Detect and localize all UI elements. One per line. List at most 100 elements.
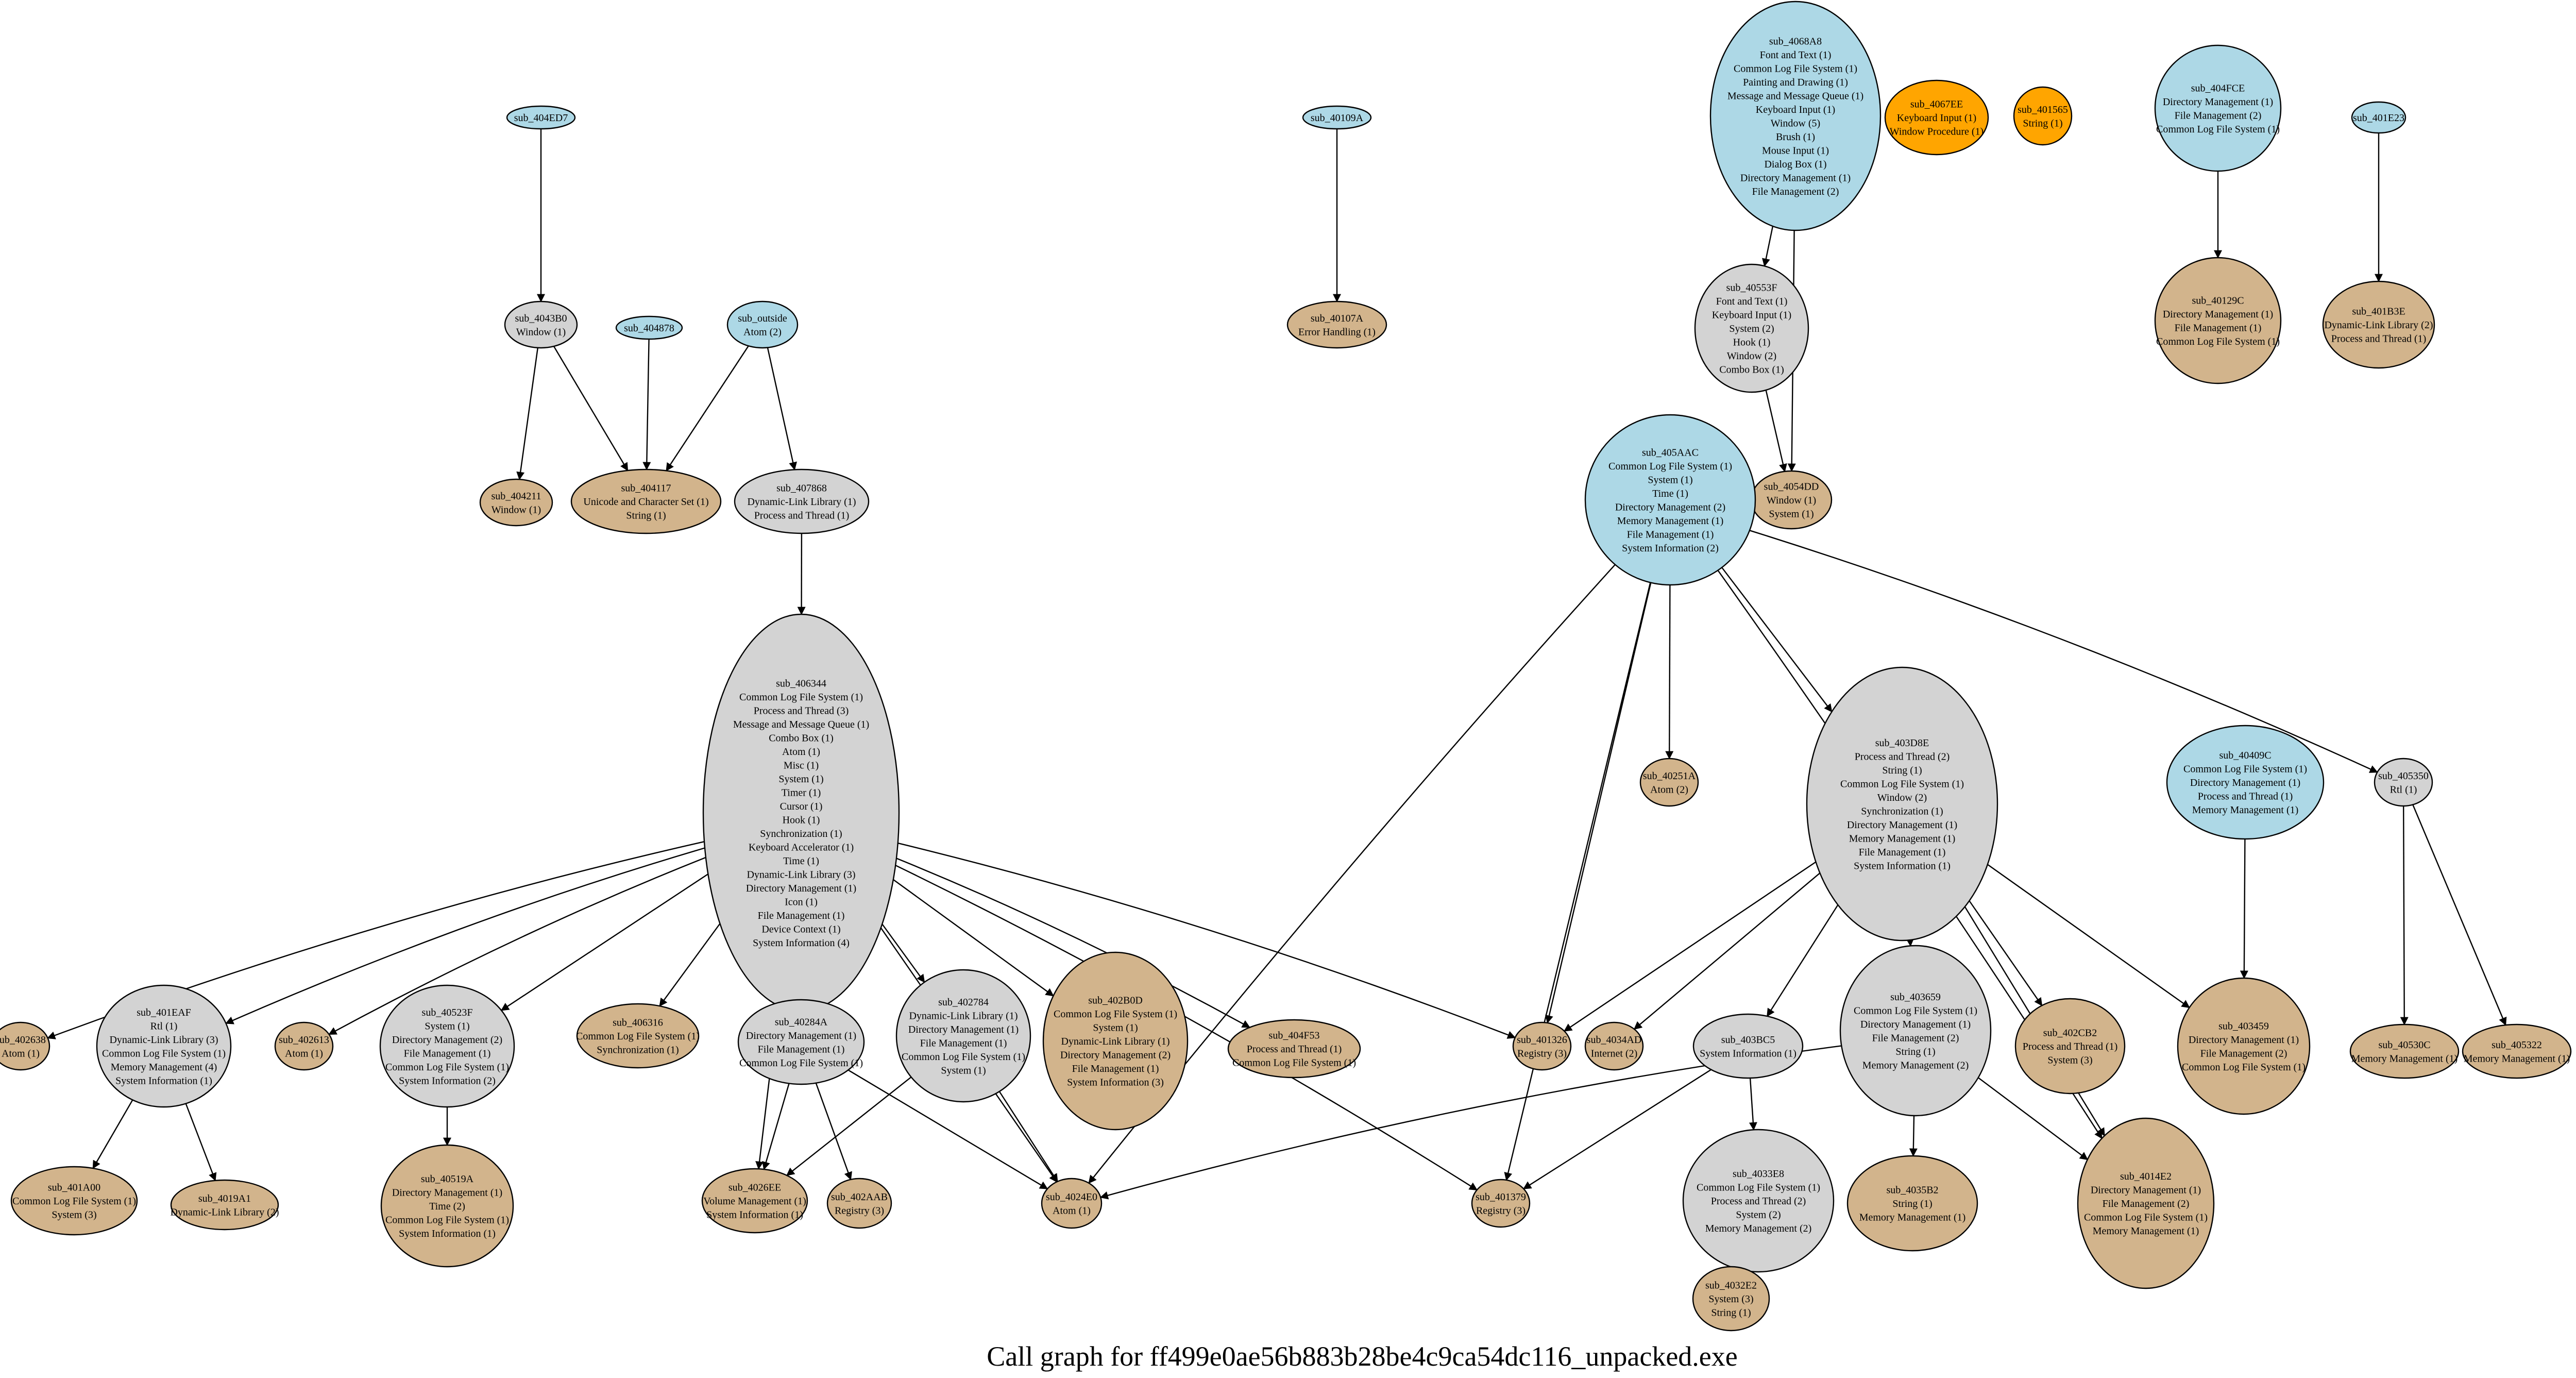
edge-sub_403BC5-to-sub_4033E8 [1749, 1078, 1757, 1131]
node-api-category: System Information (1) [1700, 1048, 1797, 1059]
edge-sub_406344-to-sub_401379 [895, 865, 1478, 1191]
node-api-category: Combo Box (1) [1719, 364, 1784, 376]
node-api-category: Keyboard Input (1) [1756, 104, 1835, 115]
node-api-category: System (2) [1729, 323, 1774, 334]
edge-sub_40409C-to-sub_403459 [2240, 838, 2248, 979]
node-ellipse [479, 478, 553, 527]
node-name: sub_403659 [1890, 992, 1941, 1003]
node-api-category: Dynamic-Link Library (3) [747, 869, 855, 880]
node-api-category: Atom (1) [1053, 1205, 1091, 1216]
node-api-category: Common Log File System (1) [2183, 764, 2307, 775]
node-ellipse [615, 315, 683, 340]
node-api-category: Atom (2) [1650, 784, 1688, 795]
edge-sub_406344-to-sub_402784 [882, 923, 925, 983]
node-ellipse [1042, 951, 1189, 1131]
node-sub_404ED7[interactable]: sub_404ED7 [506, 105, 576, 130]
node-ellipse [0, 1021, 50, 1071]
edge-sub_401EAF-to-sub_4019A1 [185, 1103, 217, 1182]
node-ellipse [2154, 44, 2282, 172]
node-name: sub_401E23 [2353, 112, 2404, 124]
node-name: sub_outside [738, 313, 787, 324]
node-ellipse [1639, 758, 1699, 807]
node-api-category: File Management (2) [2103, 1198, 2190, 1209]
node-api-category: Process and Thread (1) [2023, 1041, 2118, 1052]
node-api-category: Common Log File System (1) [1608, 461, 1732, 472]
node-api-category: Common Log File System (1) [1697, 1182, 1820, 1194]
node-name: sub_402638 [0, 1034, 46, 1046]
node-api-category: Common Log File System (1) [1840, 778, 1964, 789]
node-sub_404878[interactable]: sub_404878 [615, 315, 683, 340]
node-api-category: String (1) [1895, 1046, 1935, 1057]
node-name: sub_4014E2 [2120, 1171, 2172, 1182]
node-api-category: System Information (2) [1622, 543, 1719, 554]
node-api-category: Cursor (1) [780, 801, 823, 812]
edge-sub_405AAC-to-sub_401326 [1545, 582, 1652, 1024]
edge-sub_406344-to-sub_401326 [897, 842, 1516, 1039]
node-ellipse [701, 1168, 808, 1234]
node-sub_40109A[interactable]: sub_40109A [1302, 105, 1372, 130]
node-api-category: Window (1) [492, 504, 541, 515]
node-ellipse [1694, 263, 1809, 393]
node-api-category: Dynamic-Link Library (1) [1061, 1036, 1170, 1047]
node-sub_401E23[interactable]: sub_401E23 [2351, 101, 2406, 134]
node-api-category: Common Log File System (1) [576, 1031, 700, 1042]
node-api-category: String (1) [1882, 765, 1922, 776]
node-api-category: Keyboard Input (1) [1712, 310, 1791, 321]
node-ellipse [2166, 725, 2325, 840]
node-api-category: Process and Thread (1) [1247, 1044, 1342, 1055]
node-ellipse [2014, 998, 2126, 1095]
edge-sub_406344-to-sub_404F53 [896, 858, 1251, 1028]
edge-sub_405350-to-sub_40530C [2400, 805, 2409, 1026]
edge-sub_406344-to-sub_406316 [659, 923, 721, 1007]
node-ellipse [2374, 758, 2433, 807]
